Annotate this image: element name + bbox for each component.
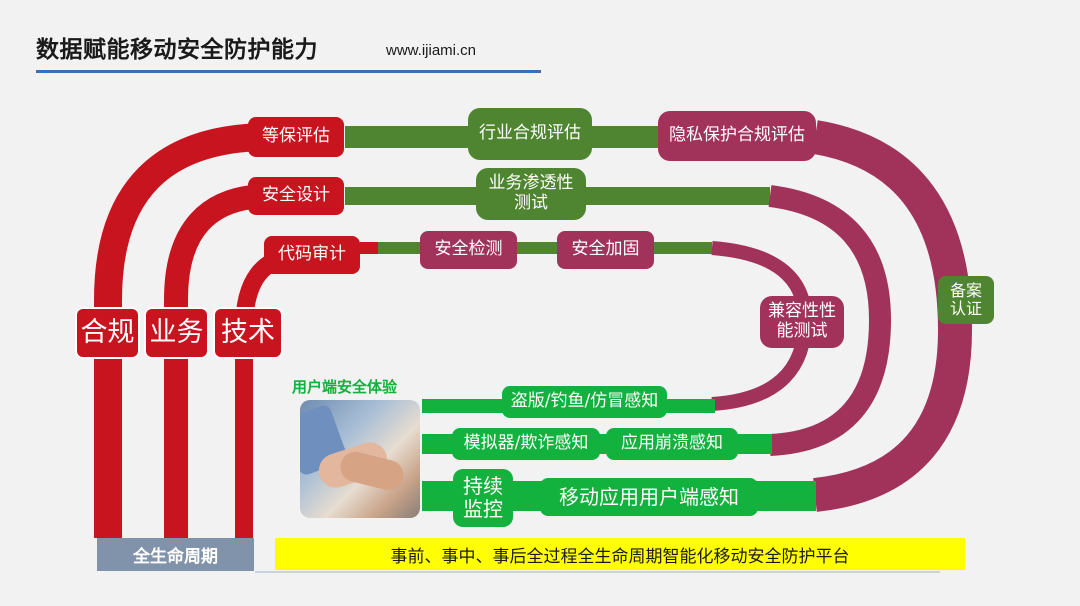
title-underline: [36, 70, 541, 73]
handshake-photo: [300, 400, 420, 518]
track-compliance: [94, 123, 271, 538]
label-business: 业务: [144, 307, 209, 359]
label-technology: 技术: [213, 307, 283, 359]
pill-privacy-compliance: 隐私保护合规评估: [658, 111, 816, 161]
platform-banner: 事前、事中、事后全过程全生命周期智能化移动安全防护平台: [275, 538, 965, 570]
track-technology: [235, 247, 301, 538]
track-business: [164, 184, 271, 538]
pill-app-user-perception: 移动应用用户端感知: [540, 478, 758, 516]
plum-arc-outer: [811, 120, 973, 512]
pill-security-detection: 安全检测: [420, 231, 517, 269]
pill-continuous-monitoring: 持续 监控: [453, 469, 513, 527]
page-title: 数据赋能移动安全防护能力: [36, 37, 318, 63]
user-experience-label: 用户端安全体验: [292, 378, 398, 396]
pill-code-audit: 代码审计: [264, 236, 360, 274]
pill-compatibility-test: 兼容性性 能测试: [760, 296, 844, 348]
label-compliance: 合规: [75, 307, 140, 359]
site-url: www.ijiami.cn: [386, 42, 477, 59]
pill-piracy-perception: 盗版/钓鱼/仿冒感知: [502, 386, 667, 418]
pill-crash-perception: 应用崩溃感知: [606, 428, 738, 460]
pill-level-protection: 等保评估: [248, 117, 344, 157]
pill-filing-certification: 备案 认证: [938, 276, 994, 324]
footer-line: [255, 571, 940, 573]
pill-emulator-perception: 模拟器/欺诈感知: [452, 428, 600, 460]
pill-business-pentest: 业务渗透性 测试: [476, 168, 586, 220]
lifecycle-label: 全生命周期: [97, 538, 254, 571]
plum-arc-middle: [768, 185, 892, 456]
pill-security-design: 安全设计: [248, 177, 344, 215]
pill-security-hardening: 安全加固: [557, 231, 654, 269]
pill-industry-compliance: 行业合规评估: [468, 108, 592, 160]
